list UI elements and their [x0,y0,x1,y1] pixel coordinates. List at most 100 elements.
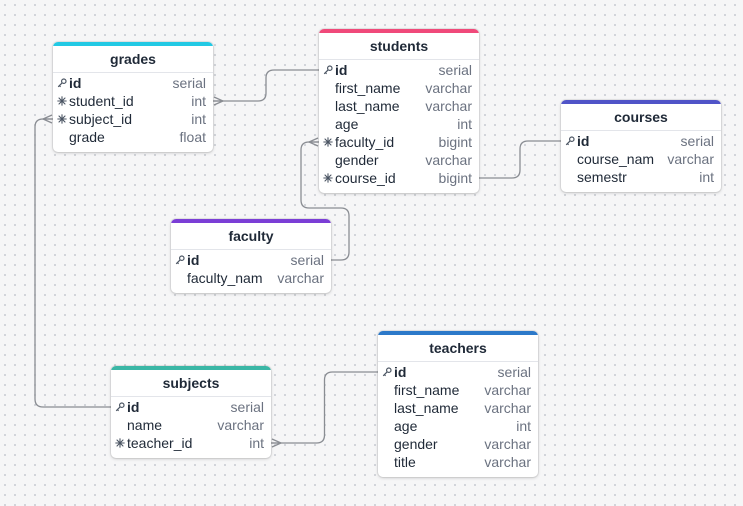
field-name: last_name [335,98,400,114]
key-icon [323,61,335,79]
field-name: first_name [335,80,401,96]
field-type: int [514,417,531,435]
foreign-key-icon [57,92,69,110]
crows-foot-icon [307,137,319,147]
connector-grades-subjects[interactable] [34,118,111,408]
field-row-id[interactable]: id serial [171,251,331,269]
field-type: varchar [423,97,472,115]
field-row-first-name[interactable]: first_name varchar [378,381,538,399]
field-type: float [177,128,206,146]
field-type: serial [495,363,531,381]
field-type: int [247,434,264,452]
field-name: last_name [394,400,459,416]
field-row-teacher-id[interactable]: teacher_id int [111,434,271,452]
connector-grades-students[interactable] [213,69,319,102]
field-row-student-id[interactable]: student_id int [53,92,213,110]
crows-foot-icon [271,438,283,448]
field-name: student_id [69,93,134,109]
table-title[interactable]: grades [53,46,213,73]
field-type: varchar [215,416,264,434]
field-type: varchar [423,79,472,97]
field-name: gender [335,152,379,168]
table-color-bar [53,42,213,46]
field-row-id[interactable]: id serial [378,363,538,381]
field-type: varchar [275,269,324,287]
table-title[interactable]: students [319,33,479,60]
field-name: title [394,454,416,470]
field-type: serial [678,132,714,150]
field-type: serial [288,251,324,269]
field-name: gender [394,436,438,452]
foreign-key-icon [323,133,335,151]
field-name: faculty_nam [187,270,263,286]
field-type: varchar [665,150,714,168]
field-list: id serial faculty_nam varchar [171,250,331,293]
field-type: varchar [482,435,531,453]
foreign-key-icon [57,110,69,128]
connector-subjects-teachers[interactable] [271,371,378,444]
foreign-key-icon [115,434,127,452]
field-row-last-name[interactable]: last_name varchar [319,97,479,115]
field-type: bigint [436,133,472,151]
field-name: id [187,252,200,268]
field-name: id [394,364,407,380]
table-faculty[interactable]: faculty id serial faculty_nam varchar [171,219,331,293]
field-type: int [455,115,472,133]
field-row-faculty-nam[interactable]: faculty_nam varchar [171,269,331,287]
table-title[interactable]: teachers [378,335,538,362]
key-icon [565,132,577,150]
field-name: teacher_id [127,435,193,451]
field-type: varchar [482,381,531,399]
field-row-gender[interactable]: gender varchar [319,151,479,169]
field-row-first-name[interactable]: first_name varchar [319,79,479,97]
field-type: int [189,110,206,128]
field-row-name[interactable]: name varchar [111,416,271,434]
field-name: course_id [335,170,396,186]
table-title[interactable]: faculty [171,223,331,250]
field-name: name [127,417,163,433]
field-name: id [577,133,590,149]
field-type: int [697,168,714,186]
field-row-id[interactable]: id serial [561,132,721,150]
connector-students-courses[interactable] [479,140,561,179]
field-name: id [127,399,140,415]
table-title[interactable]: subjects [111,370,271,397]
table-color-bar [319,29,479,33]
table-color-bar [111,366,271,370]
foreign-key-icon [323,169,335,187]
key-icon [57,74,69,92]
field-row-gender[interactable]: gender varchar [378,435,538,453]
field-name: id [335,62,348,78]
field-type: int [189,92,206,110]
table-color-bar [171,219,331,223]
key-icon [115,398,127,416]
table-title[interactable]: courses [561,104,721,131]
field-name: first_name [394,382,460,398]
field-type: varchar [423,151,472,169]
crows-foot-icon [213,96,225,106]
